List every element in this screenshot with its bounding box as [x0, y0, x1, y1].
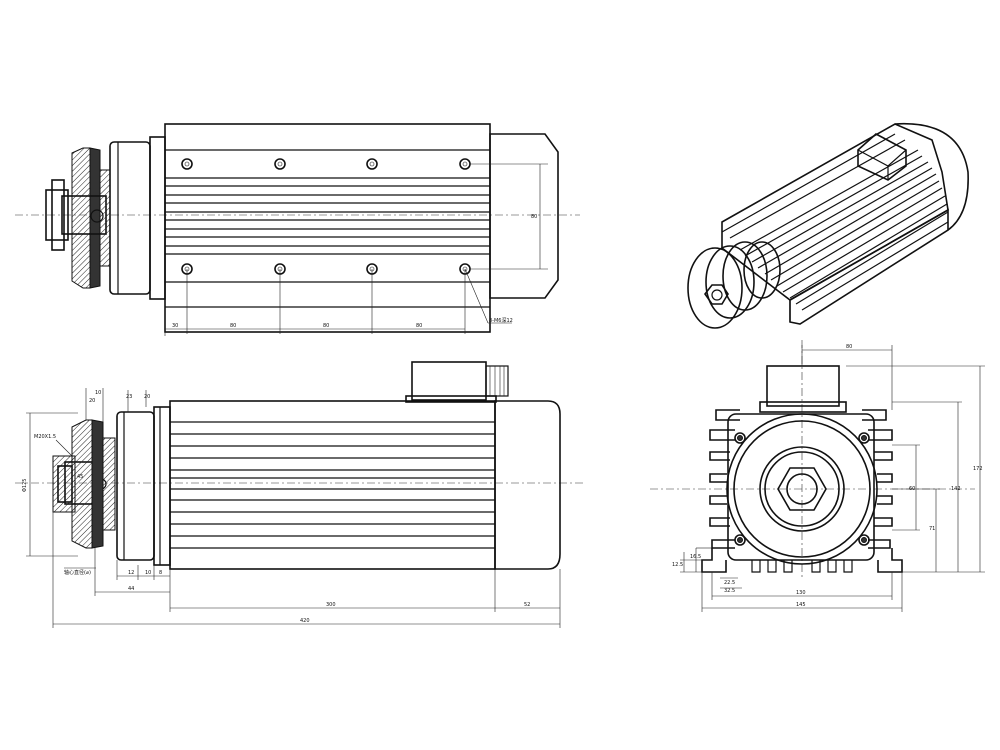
dim-pulley-dia: Φ125 — [22, 479, 28, 492]
side-view-bottom: 420 300 52 44 12 10 8 20 10 23 20 Φ125 M… — [15, 361, 585, 628]
end-view: 80 172 142 71 60 130 145 22.5 32.5 — [650, 340, 985, 612]
dim-end-cap: 52 — [524, 602, 530, 608]
dim-seg-b: 10 — [145, 570, 151, 576]
dim-inner-span: 60 — [909, 486, 915, 492]
dim-seg-c: 8 — [159, 570, 162, 576]
dim-body-length: 300 — [326, 602, 336, 608]
thread-note: M20X1.5 — [34, 434, 56, 440]
dim-foot-2: 32.5 — [724, 588, 735, 594]
dim-overall-length: 420 — [300, 618, 310, 624]
dim-seg-d: 44 — [128, 586, 134, 592]
dim-overall-width: 145 — [796, 602, 806, 608]
right-fins — [862, 409, 893, 549]
bottom-note: 轴心直径(⌀) — [64, 569, 91, 576]
dim-base-width: 130 — [796, 590, 806, 596]
dim-flange-1: 23 — [126, 394, 132, 400]
dim-seg-a: 12 — [128, 570, 134, 576]
dim-pulley-width: 20 — [89, 398, 95, 404]
side-view-top: 80 30 80 80 80 8-M6深12 — [15, 123, 580, 336]
mount-holes-top — [181, 158, 471, 275]
dim-right-height: 142 — [951, 486, 961, 492]
dim-foot-h1: 12.5 — [672, 562, 683, 568]
isometric-view — [687, 122, 969, 329]
dim-hole-pitch-4: 80 — [416, 323, 422, 329]
dim-hole-pitch-2: 80 — [230, 323, 236, 329]
dim-center-height-lower: 71 — [929, 526, 935, 532]
dim-flange-2: 20 — [144, 394, 150, 400]
dim-foot-1: 22.5 — [724, 580, 735, 586]
dim-hole-pitch-1: 30 — [172, 323, 178, 329]
dim-pulley-offset: 10 — [95, 390, 101, 396]
inner-note: 45 — [77, 474, 83, 480]
dim-vertical-hole-span: 80 — [531, 214, 537, 220]
dim-hole-pitch-3: 80 — [323, 323, 329, 329]
dim-foot-h2: 16.5 — [690, 554, 701, 560]
dim-overall-height: 172 — [973, 466, 983, 472]
hole-note: 8-M6深12 — [489, 317, 513, 324]
dim-top-width: 80 — [846, 344, 852, 350]
